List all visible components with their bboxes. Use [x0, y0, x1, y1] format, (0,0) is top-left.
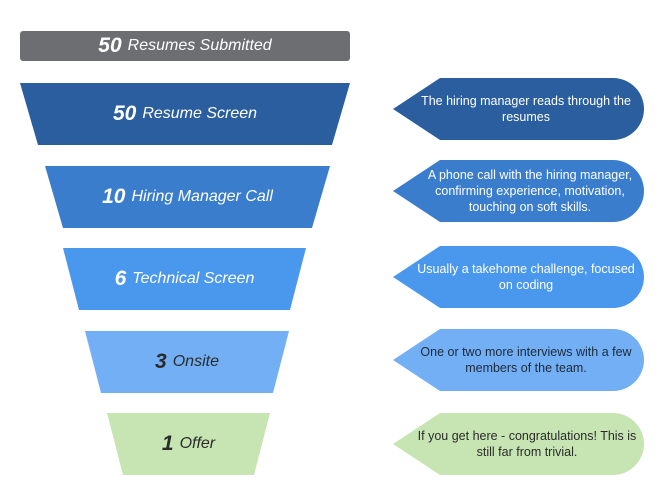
funnel-stage-5-shape: [107, 413, 270, 475]
description-arrow-1: [393, 78, 644, 140]
funnel-stage-2-shape: [45, 166, 330, 228]
description-arrow-5: [393, 413, 644, 475]
funnel-stage-1-shape: [20, 83, 350, 145]
description-arrow-2: [393, 160, 644, 222]
funnel-stage-3-shape: [63, 248, 306, 310]
description-arrow-4: [393, 329, 644, 391]
funnel-stage-4-shape: [85, 331, 289, 393]
description-arrow-3: [393, 246, 644, 308]
header-bar: [20, 31, 350, 61]
